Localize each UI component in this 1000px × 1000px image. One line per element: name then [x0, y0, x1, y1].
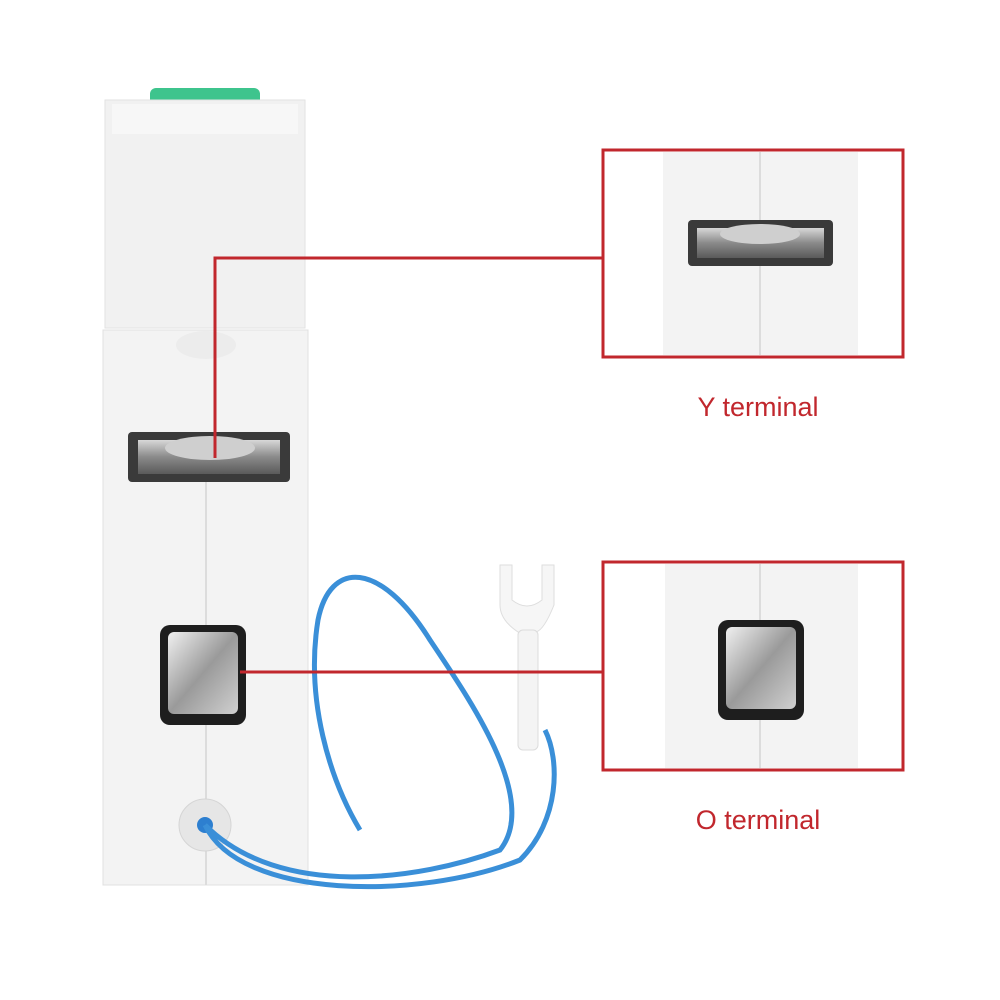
breaker-body: [102, 329, 309, 886]
blue-wire: [202, 574, 557, 890]
top-module: [104, 88, 306, 329]
y-terminal-label: Y terminal: [697, 392, 819, 422]
o-terminal-label: O terminal: [695, 805, 821, 835]
y-callout-line: [213, 256, 603, 458]
o-terminal-inset: [601, 560, 905, 772]
y-terminal-inset: [601, 148, 905, 359]
fork-terminal: [499, 564, 555, 751]
